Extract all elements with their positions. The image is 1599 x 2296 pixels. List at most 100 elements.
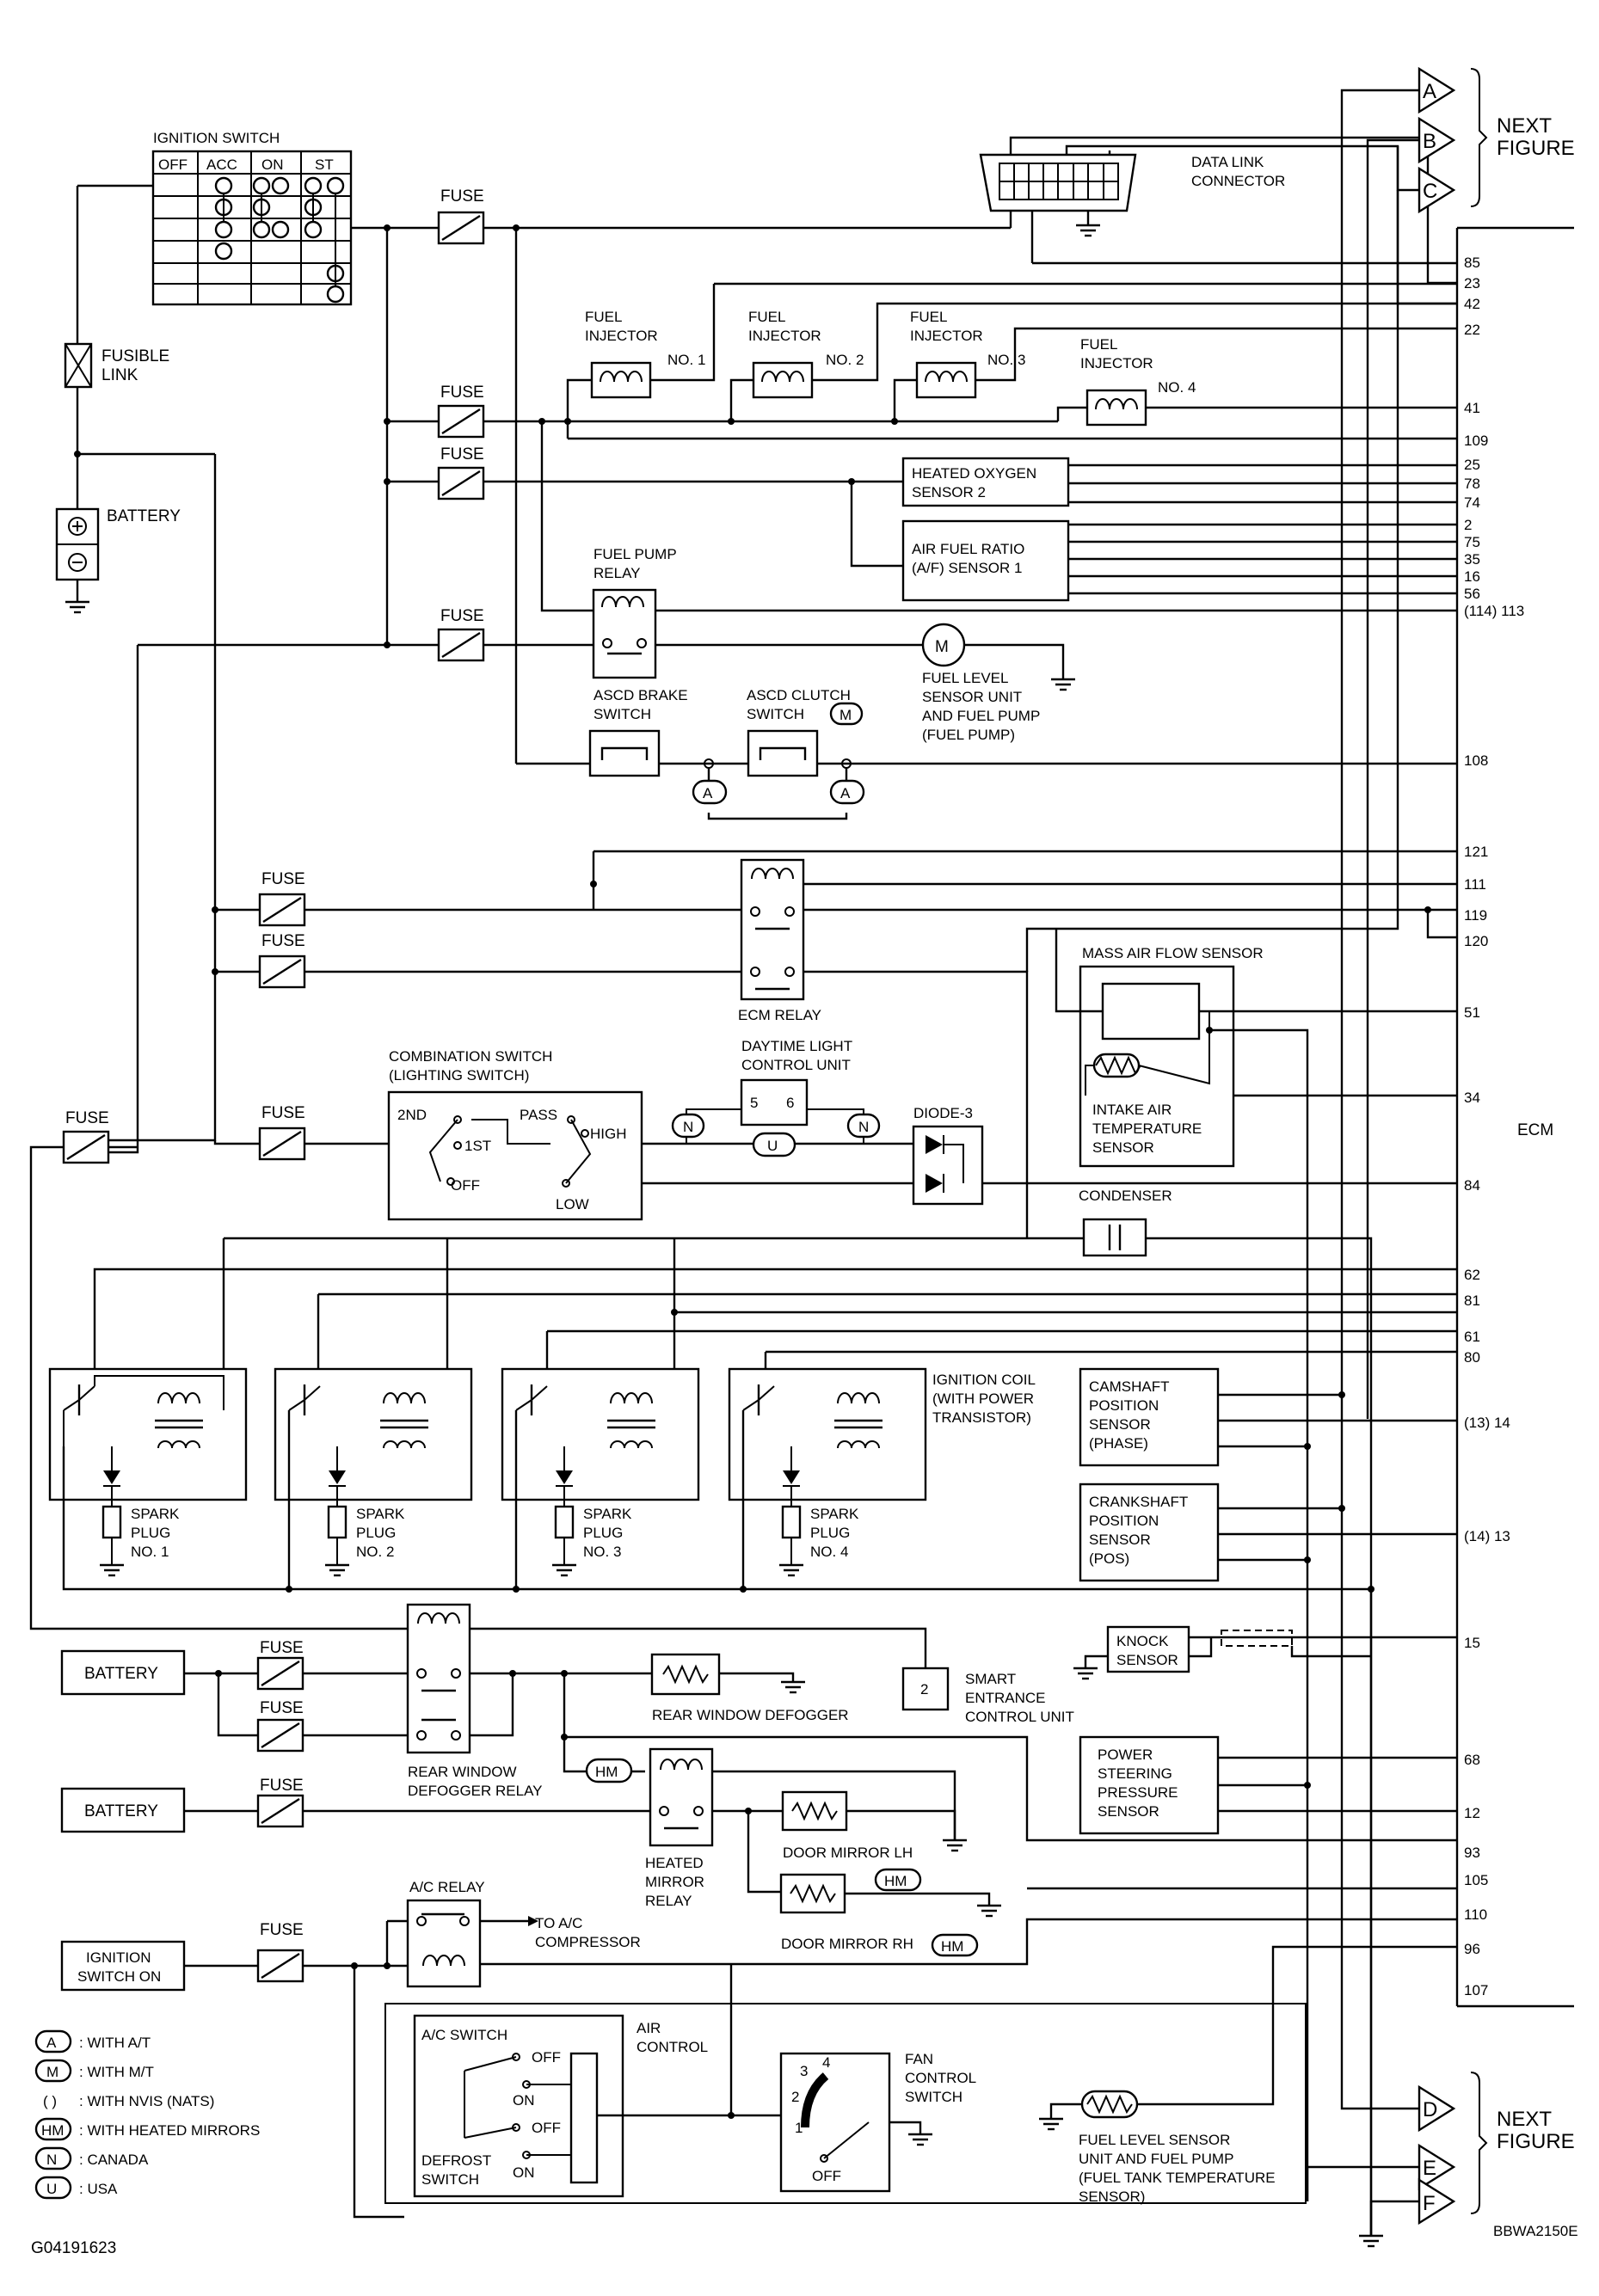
legend: A : WITH A/T M : WITH M/T ( ) : WITH NVI… [34,2029,260,2200]
pin: 80 [1464,1349,1480,1366]
fuse-combo [258,1127,306,1161]
svg-text:C: C [1423,180,1437,203]
svg-text:NO. 1: NO. 1 [131,1544,169,1560]
svg-text:ACC: ACC [206,157,237,173]
pin: 105 [1464,1872,1488,1888]
svg-text:FUSE: FUSE [260,1777,304,1795]
svg-text:(FUEL TANK TEMPERATURE: (FUEL TANK TEMPERATURE [1079,2170,1276,2186]
fuse-sensors [437,466,485,500]
svg-text:SENSOR: SENSOR [1116,1652,1178,1668]
svg-text:A: A [46,2035,57,2051]
svg-text:NO. 1: NO. 1 [667,352,705,368]
svg-text:FUSE: FUSE [440,384,484,402]
svg-text:SPARK: SPARK [356,1506,405,1522]
svg-text:COMBINATION SWITCH: COMBINATION SWITCH [389,1048,552,1065]
ecm-pins: 85 23 42 22 41 109 25 78 74 2 75 35 16 5… [1464,255,1524,1998]
pin: (13) 14 [1464,1415,1510,1431]
svg-text:: USA: : USA [79,2181,118,2197]
camshaft-sensor: CAMSHAFT POSITION SENSOR (PHASE) [1079,1367,1220,1467]
pin: 84 [1464,1177,1480,1194]
pin: 108 [1464,752,1488,769]
svg-text:SENSOR: SENSOR [1089,1416,1151,1433]
svg-text:(LIGHTING SWITCH): (LIGHTING SWITCH) [389,1067,529,1084]
power-steering-sensor: POWER STEERING PRESSURE SENSOR [1079,1735,1220,1835]
pin: 62 [1464,1267,1480,1283]
svg-text:SWITCH: SWITCH [905,2089,962,2105]
svg-text:AIR FUEL RATIO: AIR FUEL RATIO [912,541,1024,557]
svg-text:FUSE: FUSE [261,932,305,950]
svg-text:CONTROL: CONTROL [905,2070,976,2086]
svg-text:PLUG: PLUG [583,1525,623,1541]
svg-text:ON: ON [261,157,284,173]
svg-text:3: 3 [800,2063,808,2079]
svg-text:M: M [46,2064,58,2080]
svg-text:ASCD CLUTCH: ASCD CLUTCH [747,687,851,703]
pin: 12 [1464,1805,1480,1821]
svg-text:AND FUEL PUMP: AND FUEL PUMP [922,708,1040,724]
ecm-relay: ECM RELAY [738,858,821,1023]
pin: 81 [1464,1292,1480,1309]
svg-text:POSITION: POSITION [1089,1513,1159,1529]
pin: 23 [1464,275,1480,292]
svg-text:M: M [839,707,852,723]
ac-relay: A/C RELAY [406,1879,485,1988]
badge-a-right: A [829,779,865,805]
svg-text:NO. 4: NO. 4 [810,1544,848,1560]
daytime-light-control: DAYTIME LIGHT CONTROL UNIT 5 6 [740,1038,852,1127]
pin: 34 [1464,1090,1480,1106]
svg-text:STEERING: STEERING [1098,1765,1172,1782]
heated-mirror-relay: HEATED MIRROR RELAY [645,1747,714,1909]
pin: 120 [1464,933,1488,949]
ignition-switch-title: IGNITION SWITCH [153,130,280,146]
svg-text:SWITCH ON: SWITCH ON [77,1968,161,1985]
rear-window-defogger-relay: REAR WINDOW DEFOGGER RELAY [406,1603,543,1799]
svg-text:SWITCH: SWITCH [593,706,651,722]
knock-sensor: KNOCK SENSOR [1106,1625,1190,1673]
fuse-defogger-2 [256,1718,304,1753]
fuse-ecm-relay-1 [258,893,306,927]
fuse-fuel-pump [437,628,485,662]
svg-text:MIRROR: MIRROR [645,1874,704,1890]
ignition-coil-3 [501,1367,700,1507]
pin: 56 [1464,586,1480,602]
badge-u: U [752,1132,796,1157]
svg-text:POSITION: POSITION [1089,1397,1159,1414]
fuel-injector-4: FUEL INJECTOR NO. 4 [1080,336,1196,427]
svg-text:B: B [1423,130,1436,153]
svg-text:FUEL: FUEL [748,309,785,325]
svg-text:POWER: POWER [1098,1747,1153,1763]
svg-text:FUSE: FUSE [440,607,484,625]
svg-text:1ST: 1ST [464,1138,491,1154]
ascd-brake-switch: ASCD BRAKE SWITCH [588,687,688,777]
svg-text:DAYTIME LIGHT: DAYTIME LIGHT [741,1038,852,1054]
svg-text:INTAKE AIR: INTAKE AIR [1092,1102,1172,1118]
fusible-link: FUSIBLE LINK [64,342,169,389]
svg-text:NO. 2: NO. 2 [826,352,864,368]
svg-text:DOOR MIRROR LH: DOOR MIRROR LH [783,1845,913,1861]
svg-text:IGNITION COIL: IGNITION COIL [932,1372,1036,1388]
svg-text:FIGURE: FIGURE [1497,2130,1575,2153]
fuel-pump-motor: M [921,623,966,667]
svg-text:CONNECTOR: CONNECTOR [1191,173,1285,189]
svg-text:PRESSURE: PRESSURE [1098,1784,1178,1801]
pin: 96 [1464,1941,1480,1957]
badge-n-right: N [846,1113,881,1139]
svg-text:NO. 2: NO. 2 [356,1544,394,1560]
svg-text:6: 6 [786,1095,794,1111]
pin: 51 [1464,1004,1480,1021]
battery-rear: BATTERY [60,1649,186,1696]
svg-text:(PHASE): (PHASE) [1089,1435,1148,1452]
smart-entrance-control-unit: 2 SMART ENTRANCE CONTROL UNIT [901,1667,1074,1725]
svg-text:INJECTOR: INJECTOR [1080,355,1153,371]
figure-code-right: BBWA2150E [1493,2223,1578,2239]
svg-text:A/C RELAY: A/C RELAY [409,1879,485,1895]
ignition-coil-1 [48,1367,248,1507]
pin: 41 [1464,400,1480,416]
svg-text:FAN: FAN [905,2051,933,2067]
svg-text:INJECTOR: INJECTOR [910,328,983,344]
svg-text:PASS: PASS [520,1107,557,1123]
spark-plug-3: SPARK PLUG NO. 3 [550,1505,632,1577]
spark-plug-2: SPARK PLUG NO. 2 [323,1505,405,1577]
svg-text:NEXT: NEXT [1497,2108,1552,2131]
